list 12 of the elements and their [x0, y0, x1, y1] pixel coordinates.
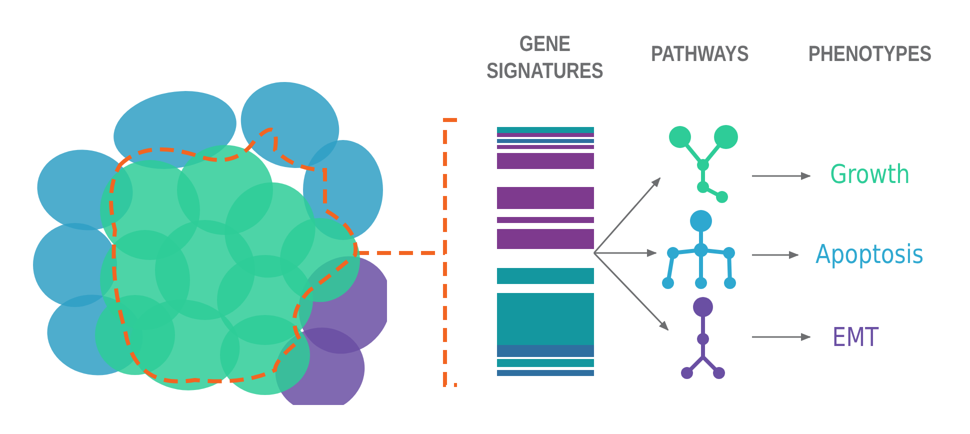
arrow	[593, 252, 669, 331]
phenotype-label: Growth	[830, 160, 910, 190]
arrow	[593, 177, 661, 254]
column-heading: GENE SIGNATURES	[486, 30, 604, 84]
arrow	[752, 333, 811, 341]
phenotype-label: Apoptosis	[816, 240, 924, 270]
column-heading: PHENOTYPES	[807, 40, 933, 67]
arrow	[594, 249, 657, 257]
arrow	[752, 251, 799, 259]
column-heading: PATHWAYS	[650, 40, 750, 67]
arrow	[752, 172, 811, 180]
phenotype-label: EMT	[832, 323, 878, 353]
